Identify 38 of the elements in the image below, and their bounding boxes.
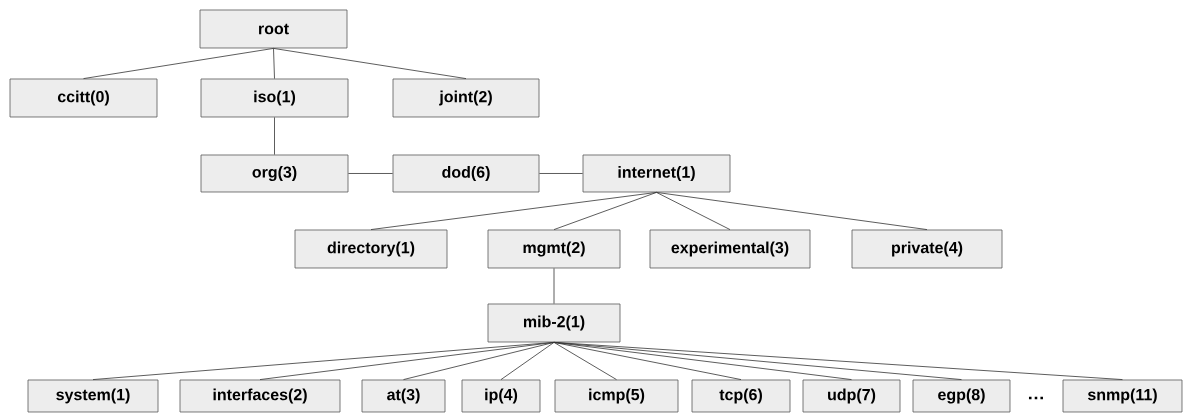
tree-node-box: tcp(6): [691, 379, 791, 413]
connector-line: [553, 342, 617, 380]
connector-line: [273, 48, 467, 79]
tree-node-box: icmp(5): [554, 379, 679, 413]
tree-node-box: mgmt(2): [487, 229, 621, 269]
connector-line: [273, 48, 275, 79]
tree-node-box: iso(1): [200, 78, 349, 118]
tree-node-box: internet(1): [582, 154, 731, 193]
connector-line: [274, 117, 275, 155]
tree-node-box: ip(4): [461, 379, 541, 413]
connector-line: [500, 342, 555, 380]
connector-line: [553, 192, 657, 230]
connector-line: [348, 173, 393, 174]
tree-node-box: org(3): [200, 154, 349, 193]
connector-line: [553, 268, 555, 304]
tree-node-box: egp(8): [912, 379, 1011, 413]
connector-line: [370, 192, 657, 230]
tree-node-box: joint(2): [392, 78, 540, 118]
connector-line: [656, 192, 928, 230]
tree-node-box: udp(7): [802, 379, 901, 413]
ellipsis-label: …: [1029, 396, 1043, 400]
tree-node-box: ccitt(0): [9, 78, 158, 118]
connector-line: [403, 342, 555, 380]
connector-line: [553, 342, 1123, 380]
connector-line: [553, 342, 742, 380]
tree-node-box: root: [199, 9, 348, 49]
tree-node-box: interfaces(2): [179, 379, 341, 413]
tree-node-box: directory(1): [294, 229, 448, 269]
connector-line: [83, 48, 274, 79]
tree-node-box: mib-2(1): [487, 303, 621, 343]
tree-node-box: system(1): [27, 379, 159, 413]
connector-line: [539, 173, 583, 174]
tree-node-box: dod(6): [392, 154, 540, 193]
tree-node-box: private(4): [851, 229, 1003, 269]
tree-node-box: at(3): [361, 379, 446, 413]
tree-node-box: snmp(11): [1062, 379, 1183, 413]
tree-node-box: experimental(3): [649, 229, 811, 269]
connector-line: [656, 192, 731, 230]
